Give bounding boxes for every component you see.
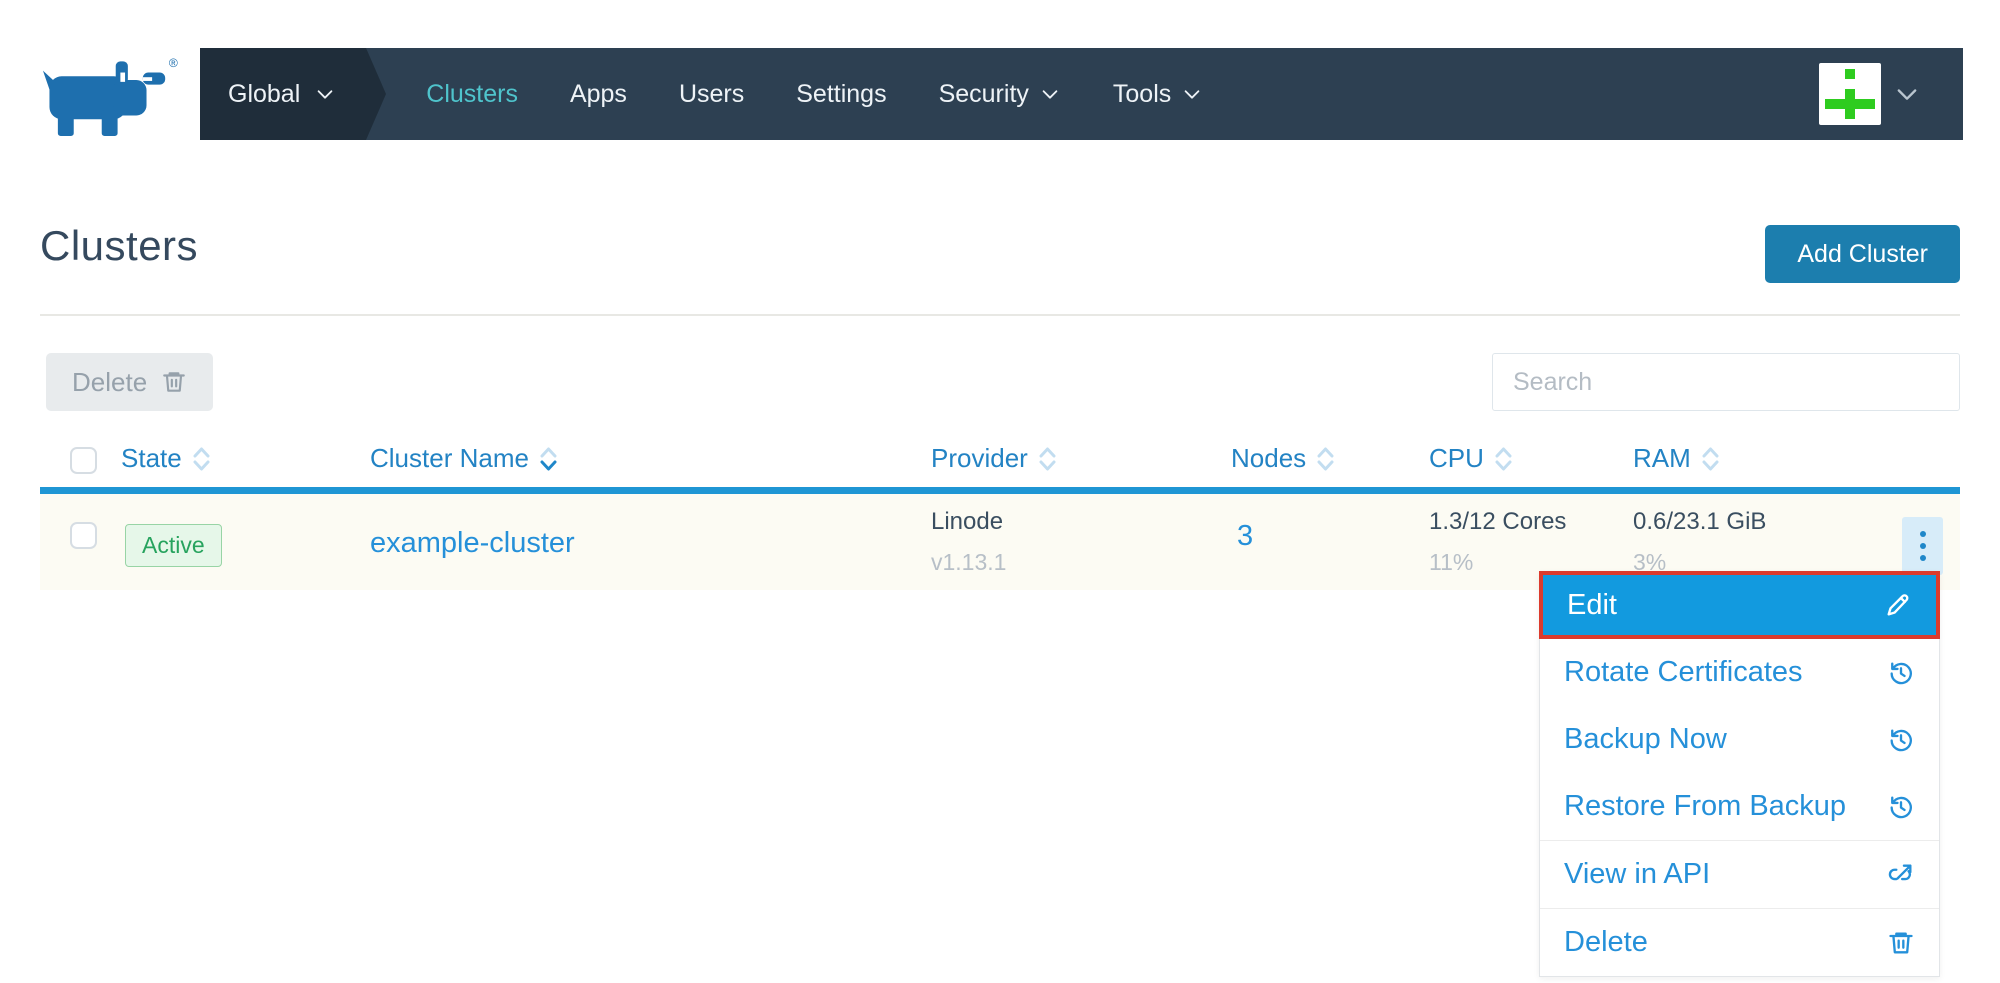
ram-percent: 3% xyxy=(1633,549,1667,575)
menu-item-delete[interactable]: Delete xyxy=(1540,909,1939,976)
sort-icon xyxy=(193,447,210,471)
menu-item-backup-now[interactable]: Backup Now xyxy=(1540,706,1939,773)
nodes-count-link[interactable]: 3 xyxy=(1237,520,1254,552)
table-header-rule xyxy=(40,487,1960,494)
nav-item-apps[interactable]: Apps xyxy=(569,79,627,108)
delete-button[interactable]: Delete xyxy=(46,353,214,411)
menu-divider xyxy=(1540,908,1939,909)
column-header-nodes[interactable]: Nodes xyxy=(1231,443,1334,474)
nav-links: Clusters Apps Users Settings Security To… xyxy=(426,80,1203,109)
chevron-down-icon xyxy=(1042,90,1058,99)
nav-item-clusters[interactable]: Clusters xyxy=(426,79,518,108)
row-actions-kebab-button[interactable] xyxy=(1902,517,1943,575)
user-menu[interactable] xyxy=(1819,63,1963,125)
external-link-icon xyxy=(1888,864,1912,880)
rancher-cow-icon: ® xyxy=(42,56,178,136)
row-checkbox[interactable] xyxy=(70,522,97,549)
page-title: Clusters xyxy=(40,222,199,269)
header-divider xyxy=(40,314,1960,316)
column-header-ram[interactable]: RAM xyxy=(1633,443,1719,474)
history-icon xyxy=(1890,796,1912,818)
menu-item-rotate-certificates[interactable]: Rotate Certificates xyxy=(1540,639,1939,706)
menu-item-restore-from-backup[interactable]: Restore From Backup xyxy=(1540,773,1939,840)
nav-item-users[interactable]: Users xyxy=(678,79,745,108)
trash-icon xyxy=(163,372,185,392)
cluster-name-link[interactable]: example-cluster xyxy=(370,527,575,559)
env-label: Global xyxy=(228,79,301,108)
history-icon xyxy=(1890,729,1912,751)
top-nav: Global Clusters Apps Users Settings Secu… xyxy=(200,48,1963,140)
cpu-percent: 11% xyxy=(1429,549,1474,575)
sort-icon xyxy=(1039,447,1056,471)
history-icon xyxy=(1890,662,1912,684)
pencil-icon xyxy=(1887,594,1909,616)
nav-item-security[interactable]: Security xyxy=(939,80,1061,109)
sort-icon-active xyxy=(540,447,557,471)
search-input[interactable] xyxy=(1492,353,1960,411)
nav-item-tools[interactable]: Tools xyxy=(1113,80,1203,109)
ram-cell: 0.6/23.1 GiB xyxy=(1633,508,1767,535)
user-menu-chevron-icon xyxy=(1897,89,1917,100)
status-badge: Active xyxy=(125,524,222,567)
column-header-cpu[interactable]: CPU xyxy=(1429,443,1512,474)
provider-cell: Linode xyxy=(931,508,1004,535)
chevron-down-icon xyxy=(317,90,333,99)
registered-mark: ® xyxy=(169,56,178,70)
chevron-down-icon xyxy=(1184,90,1200,99)
menu-item-view-in-api[interactable]: View in API xyxy=(1540,841,1939,908)
row-actions-menu: Edit Rotate Certificates Backup Now Rest… xyxy=(1539,571,1940,977)
user-avatar xyxy=(1819,63,1881,125)
sort-icon xyxy=(1317,447,1334,471)
trash-icon xyxy=(1889,932,1913,953)
provider-version: v1.13.1 xyxy=(931,549,1007,575)
sort-icon xyxy=(1495,447,1512,471)
column-header-state[interactable]: State xyxy=(121,443,210,474)
select-all-checkbox[interactable] xyxy=(70,447,97,474)
sort-icon xyxy=(1702,447,1719,471)
rancher-logo[interactable]: ® xyxy=(42,52,182,136)
column-header-provider[interactable]: Provider xyxy=(931,443,1056,474)
menu-item-edit[interactable]: Edit xyxy=(1539,571,1940,639)
menu-divider xyxy=(1540,840,1939,841)
nav-item-settings[interactable]: Settings xyxy=(796,79,887,108)
cpu-cell: 1.3/12 Cores xyxy=(1429,508,1567,535)
add-cluster-button[interactable]: Add Cluster xyxy=(1765,225,1960,283)
env-dropdown-global[interactable]: Global xyxy=(200,48,387,140)
column-header-cluster-name[interactable]: Cluster Name xyxy=(370,443,557,474)
